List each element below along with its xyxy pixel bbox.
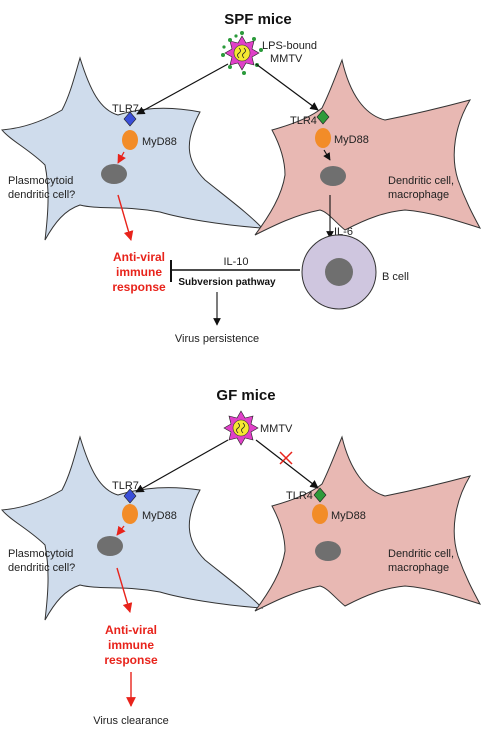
gf-response-line3: response xyxy=(104,653,158,667)
gf-virus-label: MMTV xyxy=(260,423,293,435)
gf-dc-label-line2: macrophage xyxy=(388,562,449,574)
gf-pdc-label-line1: Plasmocytoid xyxy=(8,548,73,560)
response-line3: response xyxy=(112,280,166,294)
myd88-to-nucleus-red-arrow xyxy=(117,151,126,164)
subversion-label: Subversion pathway xyxy=(178,277,276,288)
gf-tlr4-receptor-icon xyxy=(313,487,327,503)
b-cell-label: B cell xyxy=(382,271,409,283)
spf-title: SPF mice xyxy=(224,11,292,28)
gf-virus-to-tlr7-arrow xyxy=(135,439,229,493)
virus-to-tlr4-arrow xyxy=(255,63,319,111)
outcome-persistence: Virus persistence xyxy=(175,333,259,345)
gf-tlr7-label: TLR7 xyxy=(112,480,139,492)
myd88-right-icon xyxy=(315,128,331,148)
gf-response-line1: Anti-viral xyxy=(105,623,157,637)
gf-myd88-to-nucleus-red-arrow xyxy=(116,525,126,536)
gf-pdc-nucleus xyxy=(97,536,123,556)
response-line1: Anti-viral xyxy=(113,250,165,264)
gf-dendritic-cell-macrophage-shape xyxy=(254,435,482,612)
pdc-label-line2: dendritic cell? xyxy=(8,189,75,201)
dc-label-line2: macrophage xyxy=(388,189,449,201)
gf-pdc-label-line2: dendritic cell? xyxy=(8,562,75,574)
dc-nucleus xyxy=(320,166,346,186)
dendritic-cell-macrophage-shape xyxy=(254,58,482,236)
pdc-label-line1: Plasmocytoid xyxy=(8,175,73,187)
gf-pdc-to-response-red-arrow xyxy=(116,567,133,613)
lps-bound-virus-icon xyxy=(221,31,263,75)
gf-myd88-right-label: MyD88 xyxy=(331,510,366,522)
gf-response-line2: immune xyxy=(108,638,154,652)
gf-myd88-right-icon xyxy=(312,504,328,524)
gf-tlr4-label: TLR4 xyxy=(286,490,313,502)
tlr4-receptor-icon xyxy=(316,109,330,125)
pdc-to-response-red-arrow xyxy=(117,194,134,241)
myd88-left-label: MyD88 xyxy=(142,136,177,148)
gf-virus-to-tlr4-arrow xyxy=(255,439,319,489)
il10-label: IL-10 xyxy=(223,256,248,268)
virus-label-mmtv: MMTV xyxy=(270,53,303,65)
virus-label-lps: LPS-bound xyxy=(262,40,317,52)
spf-panel: SPF mice LPS-bound MMTV TLR7 xyxy=(1,11,482,345)
tlr7-receptor-icon xyxy=(123,111,137,127)
b-cell-nucleus xyxy=(325,258,353,286)
myd88-to-nucleus-arrow xyxy=(323,149,331,161)
blocked-x-icon xyxy=(279,451,293,465)
gf-myd88-left-icon xyxy=(122,504,138,524)
tlr4-label: TLR4 xyxy=(290,115,317,127)
pdc-nucleus xyxy=(101,164,127,184)
tlr7-label: TLR7 xyxy=(112,103,139,115)
outcome-clearance: Virus clearance xyxy=(93,715,169,727)
response-line2: immune xyxy=(116,265,162,279)
gf-dc-label-line1: Dendritic cell, xyxy=(388,548,454,560)
gf-tlr7-receptor-icon xyxy=(123,488,137,504)
gf-plasmacytoid-dendritic-cell-shape xyxy=(1,435,264,621)
gf-panel: GF mice MMTV TLR7 MyD88 Plasmocytoid den… xyxy=(1,387,482,727)
virus-to-tlr7-arrow xyxy=(136,63,229,115)
gf-dc-nucleus xyxy=(315,541,341,561)
myd88-left-icon xyxy=(122,130,138,150)
mmtv-virus-icon xyxy=(223,410,259,446)
gf-title: GF mice xyxy=(216,387,275,404)
myd88-right-label: MyD88 xyxy=(334,134,369,146)
dc-label-line1: Dendritic cell, xyxy=(388,175,454,187)
gf-myd88-left-label: MyD88 xyxy=(142,510,177,522)
